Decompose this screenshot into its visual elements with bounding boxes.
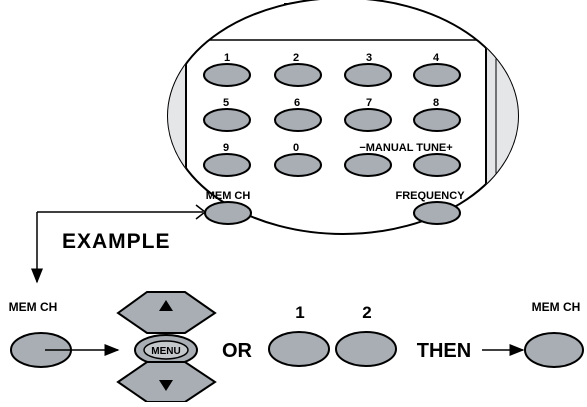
key-0-label: 0 [293,142,299,154]
key-8-button[interactable] [413,108,461,132]
key-6-label: 6 [294,97,300,109]
frequency-button[interactable] [413,201,461,225]
remote-body-right-edge [485,0,518,234]
callout-connector [31,204,207,284]
mem-ch-remote-button[interactable] [204,201,252,225]
key-2-label: 2 [293,52,299,64]
key-1-button[interactable] [203,63,251,87]
down-arrow-icon [159,380,173,391]
manual-tune-plus-button[interactable] [413,153,461,177]
manual-tune-label: −MANUAL TUNE+ [359,142,452,154]
digit-2-label: 2 [362,303,371,322]
key-5-label: 5 [223,97,229,109]
then-label: THEN [417,340,471,362]
key-0-button[interactable] [274,153,322,177]
mem-ch-remote-label: MEM CH [206,190,251,202]
remote-magnifier: 1 2 3 4 5 6 7 8 9 0 −MANUAL TUNE+ MEM CH… [167,0,519,235]
end-mem-ch-label: MEM CH [532,300,581,314]
key-7-button[interactable] [344,108,392,132]
key-9-button[interactable] [203,153,251,177]
key-3-label: 3 [366,52,372,64]
manual-tune-minus-button[interactable] [344,153,392,177]
frequency-label: FREQUENCY [395,190,465,202]
start-mem-ch-label: MEM CH [9,300,58,314]
end-mem-ch-button[interactable] [524,332,584,368]
key-4-label: 4 [433,52,440,64]
key-2-button[interactable] [274,63,322,87]
key-6-button[interactable] [274,108,322,132]
example-heading: EXAMPLE [62,230,171,253]
key-3-button[interactable] [344,63,392,87]
up-arrow-icon [159,300,173,311]
key-7-label: 7 [366,97,372,109]
key-8-label: 8 [433,97,439,109]
example-sequence: MEM CH MENU OR 1 2 THEN MEM CH [9,291,584,403]
digit-1-button[interactable] [268,331,330,367]
digit-1-label: 1 [295,303,304,322]
up-button[interactable] [116,291,217,334]
digit-2-button[interactable] [335,331,397,367]
key-1-label: 1 [224,52,230,64]
or-label: OR [222,340,253,362]
key-9-label: 9 [223,142,229,154]
key-5-button[interactable] [203,108,251,132]
menu-label: MENU [151,346,180,357]
key-4-button[interactable] [413,63,461,87]
